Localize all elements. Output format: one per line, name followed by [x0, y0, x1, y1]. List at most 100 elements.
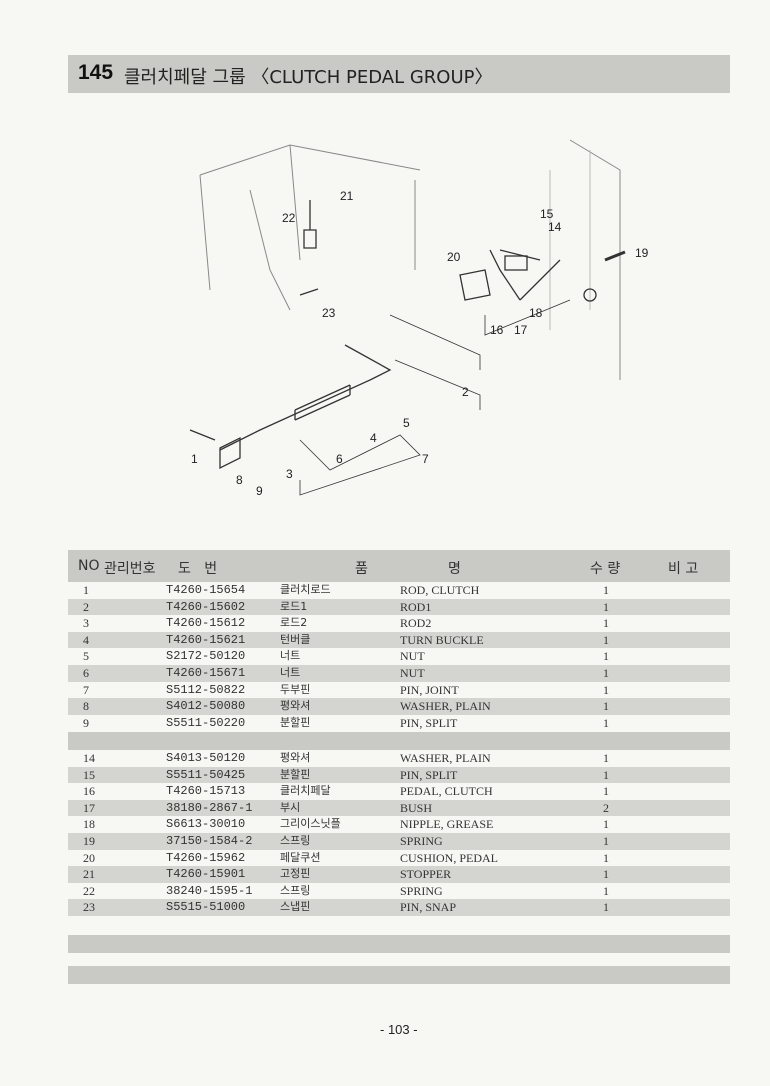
quantity: 1: [603, 817, 609, 832]
quantity: 1: [603, 867, 609, 882]
quantity: 2: [603, 800, 609, 815]
quantity: 1: [603, 883, 609, 898]
quantity: 1: [603, 666, 609, 680]
callout-23: 23: [322, 306, 336, 320]
part-number: T4260-15713: [166, 784, 246, 799]
quantity: 1: [603, 751, 609, 765]
korean-name: 클러치페달: [280, 784, 331, 798]
empty-row-band: [68, 732, 730, 750]
part-number: T4260-15654: [166, 583, 246, 597]
quantity: 1: [603, 682, 609, 697]
korean-name: 너트: [280, 666, 301, 679]
section-number: 145: [78, 61, 114, 84]
quantity: 1: [603, 649, 609, 664]
table-row: 14 S4013-50120 평와셔 WASHER, PLAIN 1: [68, 750, 730, 767]
callout-9: 9: [256, 484, 263, 498]
part-number: S6613-30010: [166, 817, 246, 832]
part-number: S5515-51000: [166, 900, 246, 915]
korean-name: 평와셔: [280, 699, 311, 713]
quantity: 1: [603, 834, 609, 848]
english-name: STOPPER: [400, 867, 452, 882]
english-name: WASHER, PLAIN: [400, 751, 491, 765]
item-no: 23: [83, 900, 95, 915]
item-no: 3: [83, 616, 89, 631]
korean-name: 너트: [280, 649, 301, 663]
korean-name: 스냅핀: [280, 900, 311, 914]
english-name: PEDAL, CLUTCH: [400, 784, 493, 799]
english-name: NUT: [400, 649, 425, 664]
quantity: 1: [603, 767, 609, 782]
korean-name: 스프링: [280, 883, 311, 897]
english-name: PIN, JOINT: [400, 682, 459, 697]
item-no: 9: [83, 715, 89, 730]
item-no: 2: [83, 599, 89, 614]
item-no: 18: [83, 817, 95, 832]
callout-8: 8: [236, 473, 243, 487]
part-number: S4013-50120: [166, 751, 246, 765]
empty-row-band: [68, 935, 730, 953]
english-name: NUT: [400, 666, 425, 680]
table-row: 23 S5515-51000 스냅핀 PIN, SNAP 1: [68, 899, 730, 916]
section-title-bar: 145 클러치페달 그룹 〈CLUTCH PEDAL GROUP〉: [68, 55, 730, 93]
col-remark: 비 고: [668, 561, 699, 577]
korean-name: 로드2: [280, 616, 308, 630]
korean-name: 턴버클: [280, 632, 311, 646]
part-number: S4012-50080: [166, 699, 246, 714]
quantity: 1: [603, 632, 609, 647]
callout-16: 16: [490, 323, 504, 337]
part-number: T4260-15602: [166, 599, 246, 614]
english-name: SPRING: [400, 883, 443, 898]
callout-19: 19: [635, 246, 649, 260]
item-no: 19: [83, 834, 95, 848]
item-no: 4: [83, 632, 89, 647]
english-name: CUSHION, PEDAL: [400, 850, 499, 865]
english-name: ROD1: [400, 599, 432, 614]
callout-2: 2: [462, 385, 469, 399]
table-row: 5 S2172-50120 너트 NUT 1: [68, 648, 730, 665]
callout-15: 15: [540, 207, 554, 221]
part-number: 38180-2867-1: [166, 800, 253, 815]
quantity: 1: [603, 715, 609, 730]
korean-name: 페달쿠션: [280, 850, 321, 864]
part-number: 37150-1584-2: [166, 834, 253, 848]
item-no: 14: [83, 751, 95, 765]
col-part-no: 도 번: [178, 561, 218, 577]
col-no: NO: [78, 558, 100, 574]
item-no: 20: [83, 850, 95, 865]
callout-20: 20: [447, 250, 461, 264]
callout-22: 22: [282, 211, 296, 225]
quantity: 1: [603, 784, 609, 799]
english-name: ROD, CLUTCH: [400, 583, 480, 597]
exploded-parts-diagram: 1 2 3 4 5 6 7 8 9 14 15 16 17 18 19 20 2…: [189, 139, 649, 498]
part-number: 38240-1595-1: [166, 883, 253, 898]
item-no: 15: [83, 767, 95, 782]
item-no: 22: [83, 883, 95, 898]
callout-1: 1: [191, 452, 198, 466]
empty-row-band: [68, 966, 730, 984]
english-name: SPRING: [400, 834, 443, 848]
english-name: NIPPLE, GREASE: [400, 817, 494, 832]
korean-name: 부시: [280, 800, 301, 814]
page-number: - 103 -: [380, 1022, 418, 1037]
english-name: WASHER, PLAIN: [400, 699, 491, 714]
english-name: PIN, SNAP: [400, 900, 457, 915]
part-number: T4260-15621: [166, 632, 246, 647]
korean-name: 평와셔: [280, 751, 311, 764]
callout-7: 7: [422, 452, 429, 466]
quantity: 1: [603, 699, 609, 714]
col-name-1: 품: [355, 561, 368, 577]
item-no: 5: [83, 649, 89, 664]
part-number: S2172-50120: [166, 649, 246, 664]
quantity: 1: [603, 900, 609, 915]
callout-17: 17: [514, 323, 528, 337]
